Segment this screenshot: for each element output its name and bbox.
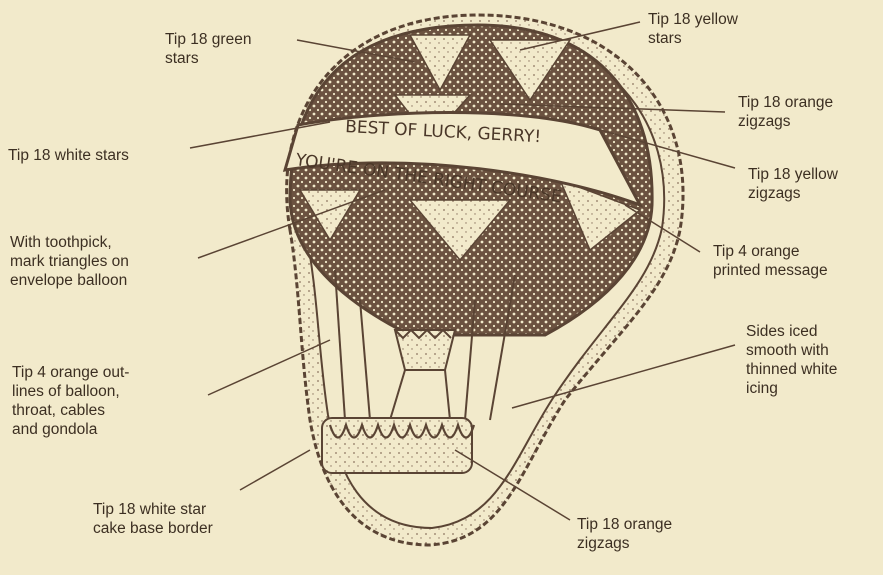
label-printed-message: Tip 4 orange printed message	[713, 242, 828, 280]
label-green-stars: Tip 18 green stars	[165, 30, 251, 68]
label-base-border: Tip 18 white star cake base border	[93, 500, 213, 538]
label-sides-iced: Sides iced smooth with thinned white ici…	[746, 322, 837, 398]
label-orange-zigzags-top: Tip 18 orange zigzags	[738, 93, 833, 131]
label-outlines: Tip 4 orange out- lines of balloon, thro…	[12, 363, 129, 439]
label-yellow-zigzags: Tip 18 yellow zigzags	[748, 165, 838, 203]
label-white-stars: Tip 18 white stars	[8, 146, 129, 165]
label-toothpick: With toothpick, mark triangles on envelo…	[10, 233, 129, 290]
label-orange-zigzags-bottom: Tip 18 orange zigzags	[577, 515, 672, 553]
label-yellow-stars: Tip 18 yellow stars	[648, 10, 738, 48]
